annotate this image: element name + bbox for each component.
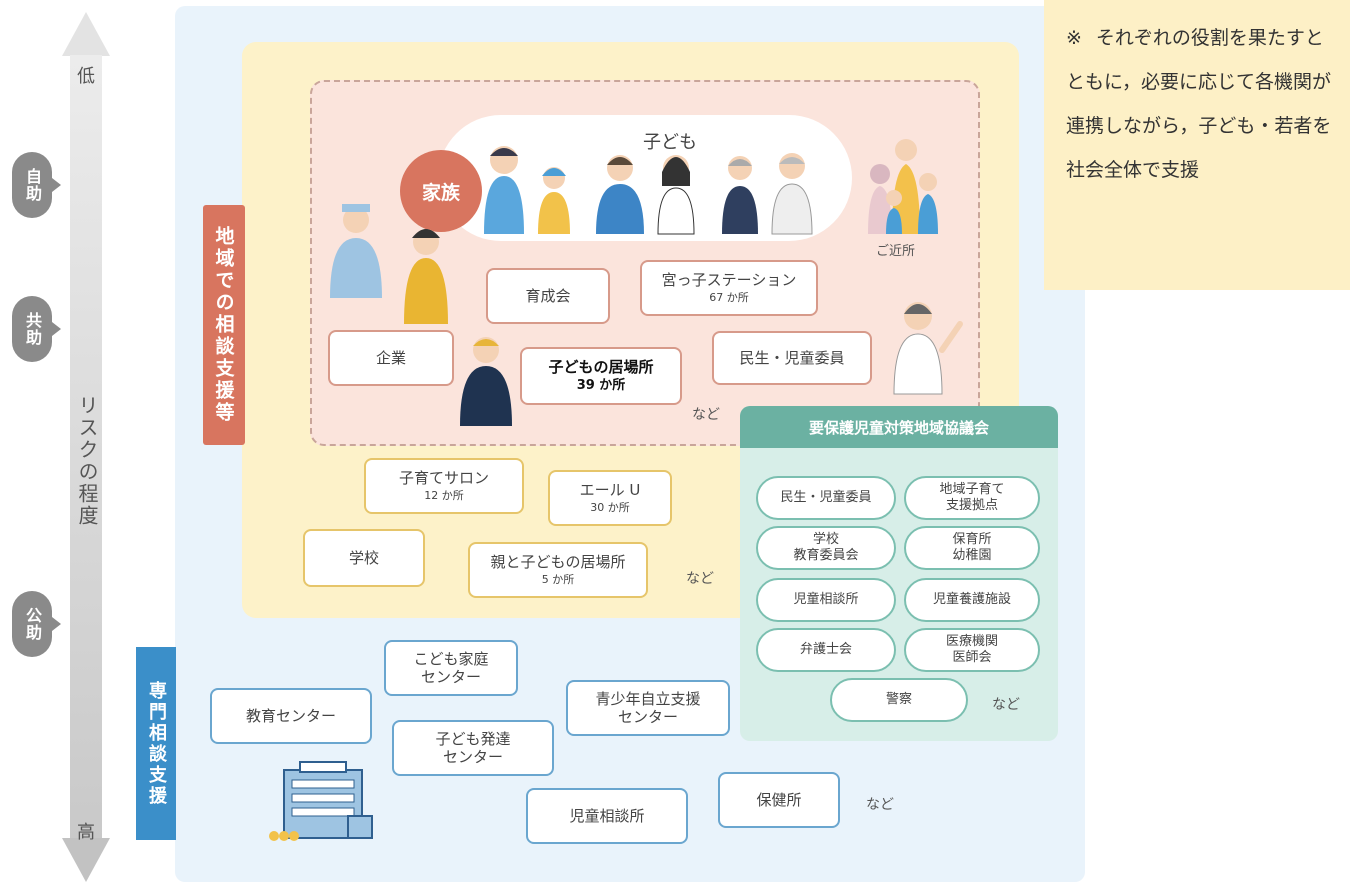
father-figure <box>484 146 524 234</box>
neighbors-icon <box>868 139 938 234</box>
note-text: それぞれの役割を果たすとともに，必要に応じて各機関が連携しながら，子ども・若者を… <box>1066 27 1332 181</box>
specialist-support-label: 専門相談支援 <box>136 647 176 840</box>
council-item-chiiki-kosodate: 地域子育て 支援拠点 <box>904 476 1040 520</box>
oyako-ibasho-box: 親と子どもの居場所 5 か所 <box>468 542 648 598</box>
ikuseikai-box: 育成会 <box>486 268 610 324</box>
neighbors-label: ご近所 <box>876 244 916 259</box>
council-item-hoikusho: 保育所 幼稚園 <box>904 526 1040 570</box>
kigyo-title: 企業 <box>375 349 406 367</box>
council-title: 要保護児童対策地域協議会 <box>740 406 1058 448</box>
ibasho-title: 子どもの居場所 <box>548 358 654 377</box>
level-badge-self: 自助 <box>12 152 61 218</box>
grandfather-figure <box>771 153 813 235</box>
council-item-minsei: 民生・児童委員 <box>756 476 896 520</box>
oyako-count: 5 か所 <box>541 573 575 587</box>
salon-count: 12 か所 <box>424 489 464 503</box>
ibasho-count: 39 か所 <box>576 378 626 394</box>
yell-u-box: エール U 30 か所 <box>548 470 672 526</box>
kodomo-katei-center-box: こども家庭 センター <box>384 640 518 696</box>
salon-title: 子育てサロン <box>398 469 489 488</box>
hattatsu-center-box: 子ども発達 センター <box>392 720 554 776</box>
child1-figure <box>538 167 570 234</box>
local-support-label: 地域での相談支援等 <box>203 205 245 445</box>
level-badge-mutual: 共助 <box>12 296 61 362</box>
staff-icon <box>460 337 512 426</box>
miyakko-title: 宮っ子ステーション <box>661 271 797 290</box>
minsei-title: 民生・児童委員 <box>739 349 845 367</box>
yell-title: エール U <box>579 481 641 500</box>
grandmother-figure <box>722 156 758 234</box>
oyako-title: 親と子どもの居場所 <box>490 553 626 572</box>
minsei-box: 民生・児童委員 <box>712 331 872 385</box>
yellow-etc-label: など <box>686 571 714 587</box>
council-item-jido-sodanjo: 児童相談所 <box>756 578 896 622</box>
miyakko-station-box: 宮っ子ステーション 67 か所 <box>640 260 818 316</box>
axis-low-label: 低 <box>77 66 95 87</box>
volunteer-icon <box>893 302 963 395</box>
seishonen-center-box: 青少年自立支援 センター <box>566 680 730 736</box>
miyakko-count: 67 か所 <box>709 291 749 305</box>
community-workers-icon <box>330 204 448 324</box>
risk-axis <box>70 55 102 840</box>
gakko-title: 学校 <box>348 549 379 567</box>
family-members-icon <box>484 146 813 235</box>
mother-figure <box>657 155 695 235</box>
kosodate-salon-box: 子育てサロン 12 か所 <box>364 458 524 514</box>
council-item-gakko: 学校 教育委員会 <box>756 526 896 570</box>
axis-high-label: 高 <box>77 822 95 843</box>
axis-title: リスクの程度 <box>75 395 99 527</box>
kodomo-ibasho-box: 子どもの居場所 39 か所 <box>520 347 682 405</box>
building-icon <box>269 761 373 841</box>
axis-arrow-down <box>62 838 110 882</box>
council-item-iryo: 医療機関 医師会 <box>904 628 1040 672</box>
axis-arrow-up <box>62 12 110 56</box>
council-item-bengoshikai: 弁護士会 <box>756 628 896 672</box>
council-etc-label: など <box>992 697 1020 713</box>
children-label: 子ども <box>643 132 697 153</box>
council-item-keisatsu: 警察 <box>830 678 968 722</box>
pink-etc-label: など <box>692 407 720 423</box>
family-circle: 家族 <box>400 150 482 232</box>
specialist-etc-label: など <box>866 797 894 813</box>
ikuseikai-title: 育成会 <box>525 287 571 305</box>
note-box: ※それぞれの役割を果たすとともに，必要に応じて各機関が連携しながら，子ども・若者… <box>1044 0 1350 290</box>
child2-figure <box>596 155 644 234</box>
council-item-yogo-shisetsu: 児童養護施設 <box>904 578 1040 622</box>
level-badge-public: 公助 <box>12 591 61 657</box>
jido-sodanjo-box: 児童相談所 <box>526 788 688 844</box>
kyoiku-center-box: 教育センター <box>210 688 372 744</box>
gakko-box: 学校 <box>303 529 425 587</box>
yell-count: 30 か所 <box>590 501 630 515</box>
kigyo-box: 企業 <box>328 330 454 386</box>
hokenjo-box: 保健所 <box>718 772 840 828</box>
note-mark: ※ <box>1066 27 1082 49</box>
